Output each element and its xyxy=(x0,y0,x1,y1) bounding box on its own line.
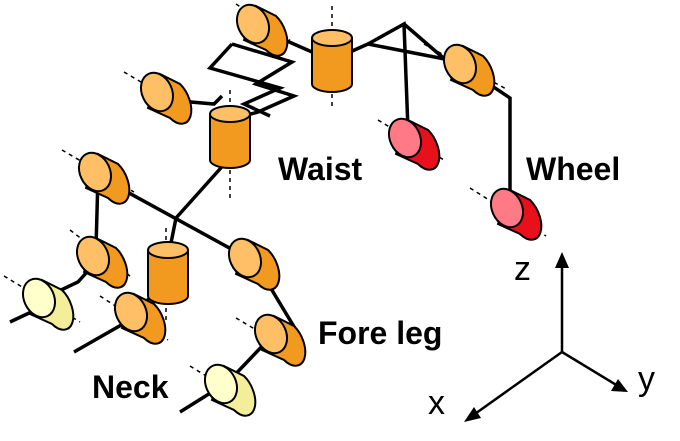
label-neck: Neck xyxy=(92,369,169,405)
joint-wheel xyxy=(483,182,543,241)
label-waist: Waist xyxy=(278,151,363,187)
joint-red-back xyxy=(381,112,441,171)
label-fore-leg: Fore leg xyxy=(318,315,442,351)
joint-middle-vertical xyxy=(209,105,251,169)
joint-waist-vertical xyxy=(311,29,353,93)
axis-label-y: y xyxy=(638,360,655,398)
joint-fore-leg-end xyxy=(197,358,257,417)
joint-body-vertical xyxy=(147,241,189,305)
axis-label-z: z xyxy=(514,250,531,288)
joint-right-shoulder xyxy=(436,38,496,97)
joint-left-upper xyxy=(133,66,193,125)
label-wheel: Wheel xyxy=(526,151,620,187)
joint-neck-end xyxy=(15,272,75,331)
links xyxy=(9,21,512,414)
coordinate-axes: z y x xyxy=(428,250,655,422)
joint-fore-leg-upper xyxy=(221,232,281,291)
axis-label-x: x xyxy=(428,384,445,422)
joint-fore-leg-lower xyxy=(247,308,307,367)
joint-left-chain-top xyxy=(71,146,131,205)
